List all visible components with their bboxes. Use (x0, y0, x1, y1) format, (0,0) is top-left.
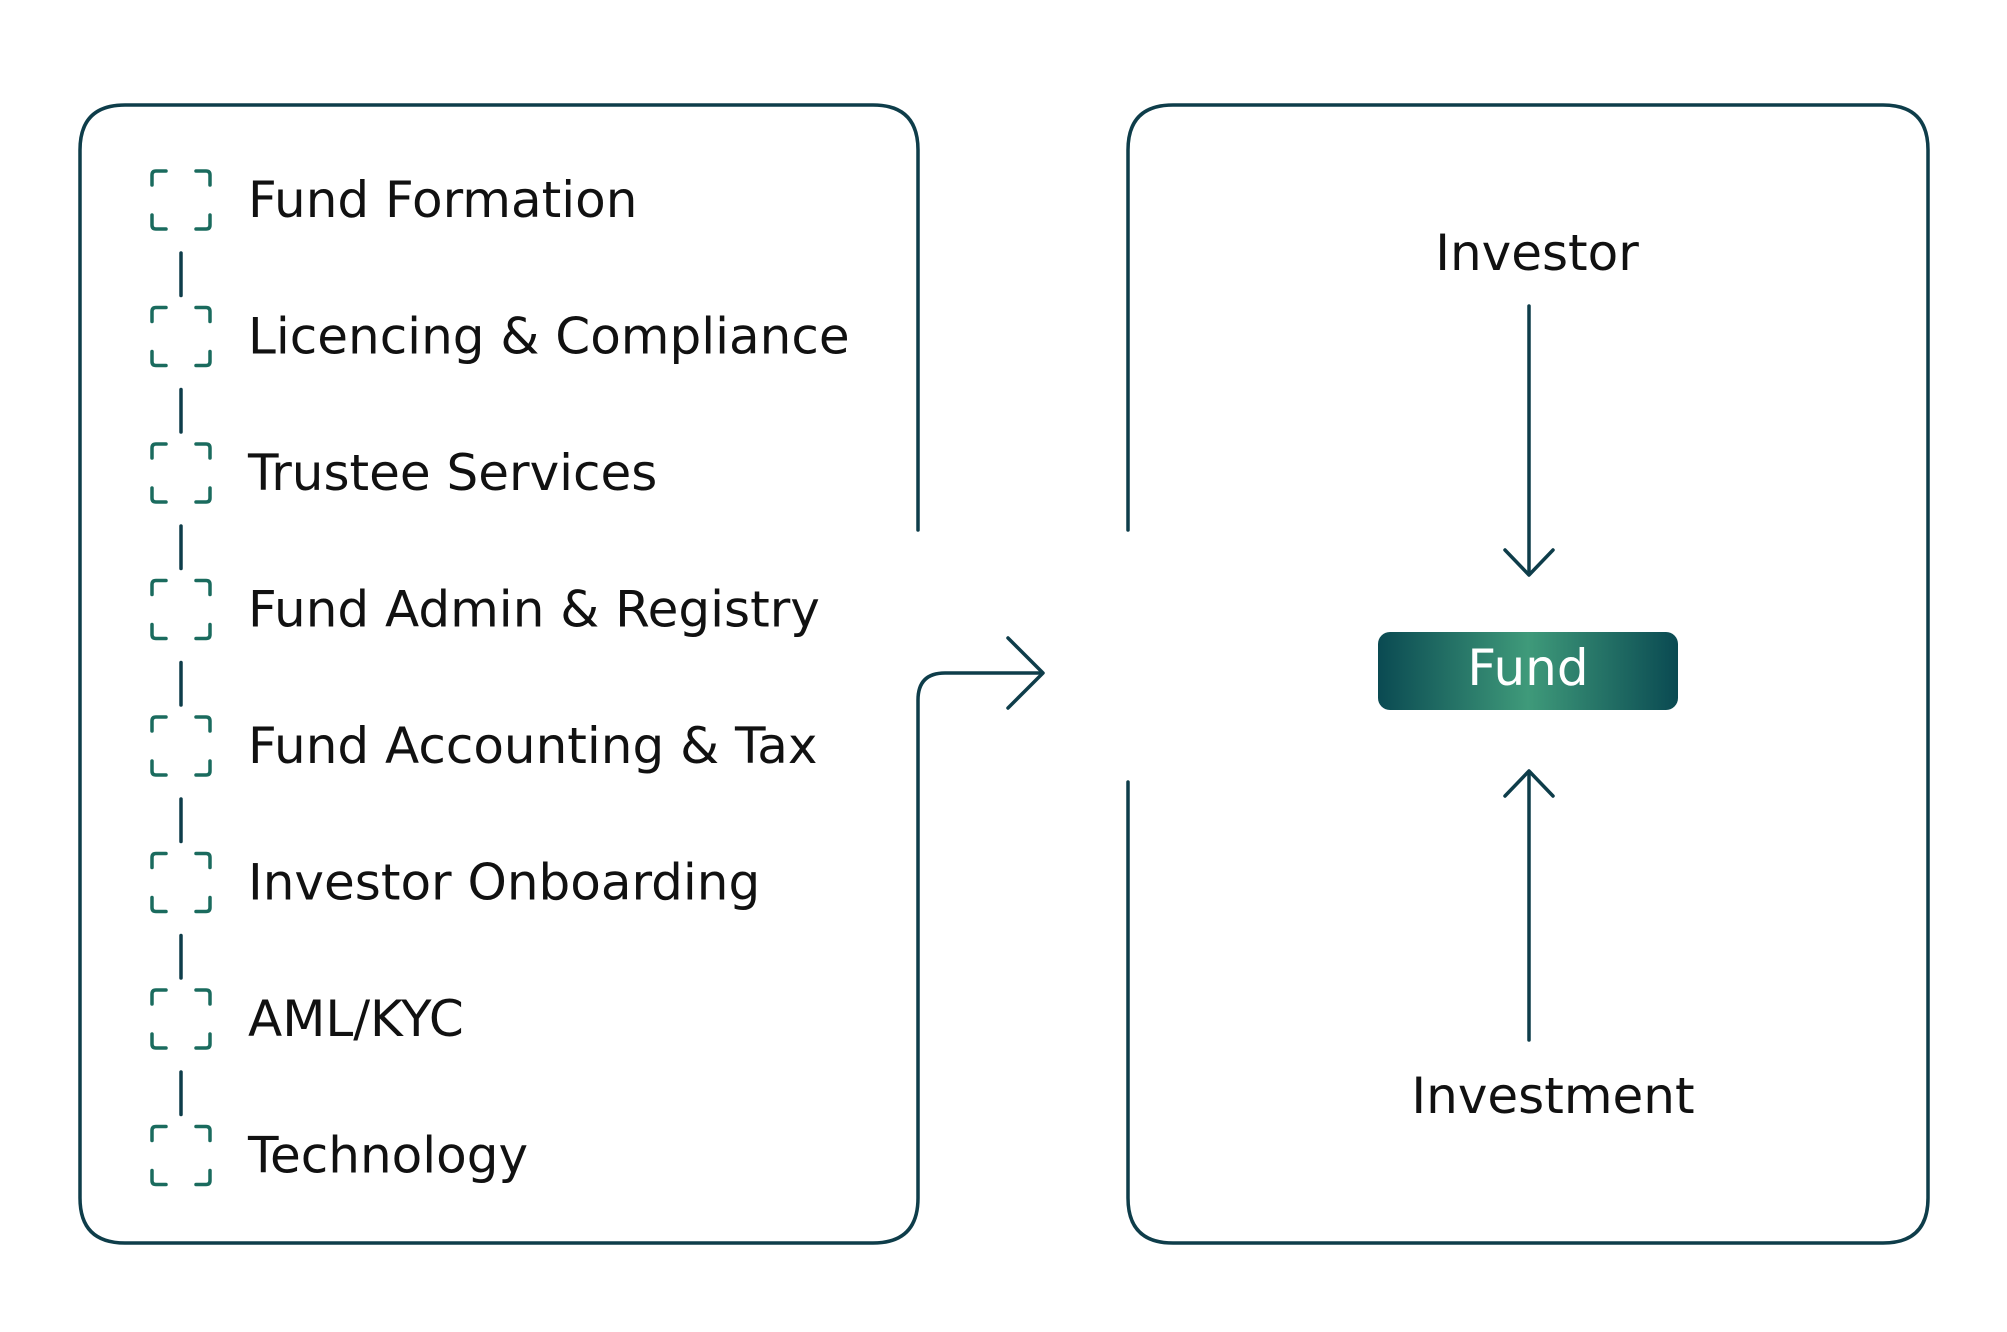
corner-bracket-icon (150, 305, 212, 368)
service-label: Fund Accounting & Tax (248, 717, 818, 775)
service-label: AML/KYC (248, 990, 464, 1048)
service-label: Licencing & Compliance (248, 308, 850, 366)
investor-label: Investor (1435, 224, 1639, 282)
down-arrow-icon (1503, 548, 1555, 577)
corner-bracket-icon (150, 169, 212, 231)
service-label: Trustee Services (247, 444, 657, 502)
service-item: Investor Onboarding (150, 851, 760, 980)
connector-arrowhead (1006, 636, 1045, 710)
corner-bracket-icon (150, 442, 212, 504)
services-panel-outline (78, 103, 1042, 1245)
service-item: Fund Admin & Registry (150, 578, 820, 707)
flow-panel-outline (1126, 103, 1930, 1245)
service-label: Investor Onboarding (248, 854, 760, 912)
service-label: Technology (247, 1127, 528, 1185)
corner-bracket-icon (150, 1124, 212, 1187)
corner-bracket-icon (150, 715, 212, 777)
service-item: Licencing & Compliance (150, 305, 850, 434)
fund-node (1378, 632, 1678, 710)
fund-node-label: Fund (1467, 639, 1588, 697)
service-item: Trustee Services (150, 442, 657, 571)
corner-bracket-icon (150, 988, 212, 1050)
service-label: Fund Admin & Registry (248, 581, 820, 639)
service-item: Fund Formation (150, 169, 637, 298)
up-arrow-icon (1503, 769, 1555, 798)
service-item: Fund Accounting & Tax (150, 715, 818, 844)
corner-bracket-icon (150, 578, 212, 641)
investment-label: Investment (1411, 1067, 1694, 1125)
service-item: Technology (150, 1124, 528, 1187)
corner-bracket-icon (150, 851, 212, 914)
service-label: Fund Formation (248, 171, 637, 229)
service-item: AML/KYC (150, 988, 464, 1117)
